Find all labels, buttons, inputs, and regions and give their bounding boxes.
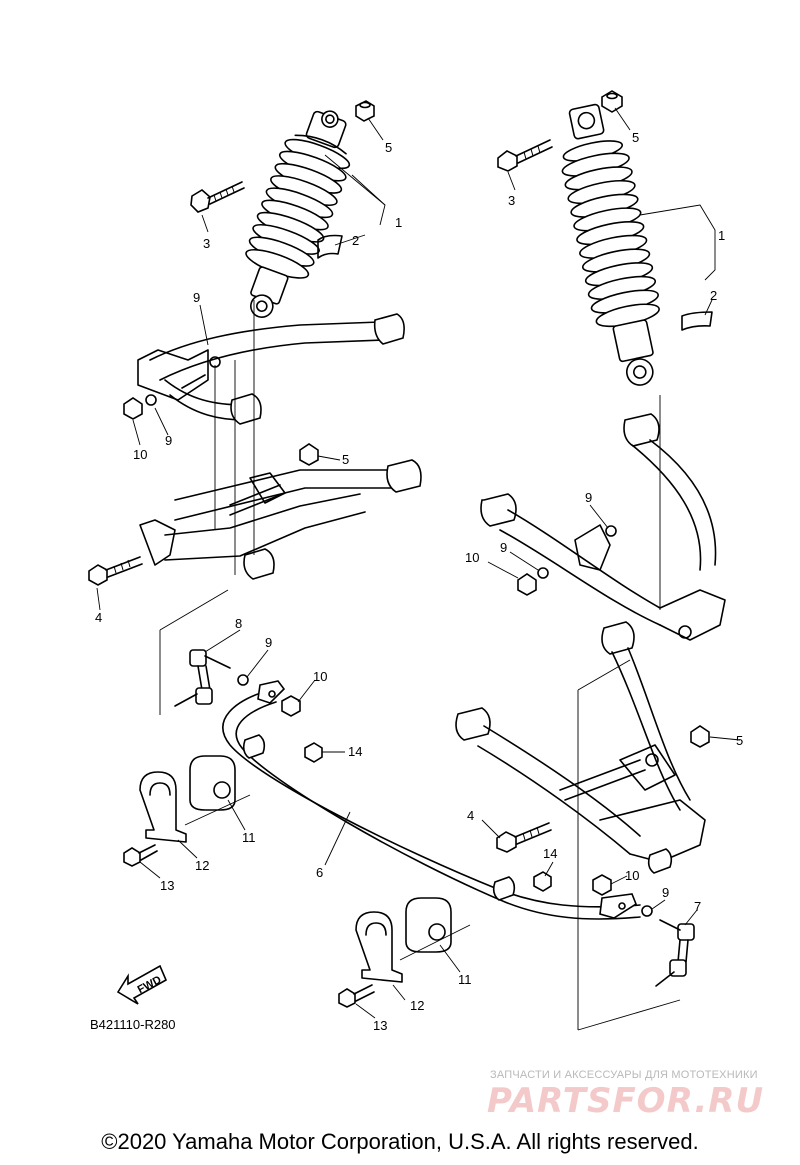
washer-9-right-upper	[537, 567, 549, 579]
nut-14-right	[533, 871, 552, 892]
callout-11-right: 11	[458, 972, 472, 987]
callout-12-left: 12	[195, 858, 209, 873]
left-lower-arm	[139, 459, 422, 580]
bracket-12-left	[139, 771, 187, 843]
nut-5-right	[601, 90, 623, 113]
callout-5-right-lower: 5	[736, 733, 743, 748]
nut-14-left	[304, 742, 323, 763]
nut-10-mid-right	[592, 874, 612, 896]
bushing-11-left	[189, 755, 236, 811]
callout-2-right: 2	[710, 288, 717, 303]
bolt-4-right	[496, 822, 552, 853]
stabilizer-link-7	[655, 919, 695, 987]
copyright-notice: ©2020 Yamaha Motor Corporation, U.S.A. A…	[101, 1129, 699, 1154]
watermark-tagline: ЗАПЧАСТИ И АКСЕССУАРЫ ДЛЯ МОТОТЕХНИКИ	[490, 1069, 758, 1081]
callout-11-left: 11	[242, 830, 256, 845]
callout-10-mid-right: 10	[625, 868, 639, 883]
spring-seat-2-right	[681, 311, 713, 331]
drawing-code: B421110-R280	[90, 1017, 176, 1032]
callout-5-right: 5	[632, 130, 639, 145]
washer-9-left-upper	[145, 394, 157, 406]
callout-14-left: 14	[348, 744, 362, 759]
callout-6: 6	[316, 865, 323, 880]
right-upper-arm	[480, 413, 726, 641]
callout-1-left: 1	[395, 215, 402, 230]
left-shock-absorber	[245, 110, 351, 318]
bolt-3-right	[497, 139, 553, 172]
bracket-12-right	[355, 911, 403, 983]
callout-9-right-upper: 9	[585, 490, 592, 505]
callout-3-right: 3	[508, 193, 515, 208]
bolt-4-left	[88, 556, 143, 586]
callout-9-mid-left: 9	[265, 635, 272, 650]
callout-1-right: 1	[718, 228, 725, 243]
callout-9-right: 9	[500, 540, 507, 555]
callout-8: 8	[235, 616, 242, 631]
callout-12-right: 12	[410, 998, 424, 1013]
washer-9-mid-right	[641, 905, 653, 917]
callout-10-mid-left: 10	[313, 669, 327, 684]
fwd-arrow-icon: FWD	[116, 964, 168, 1005]
bushing-11-right	[405, 897, 452, 953]
nut-5-left	[355, 100, 375, 122]
callout-10-right: 10	[465, 550, 479, 565]
bolt-3-left	[190, 181, 245, 213]
callout-2-left: 2	[352, 233, 359, 248]
bolt-13-right	[338, 984, 375, 1008]
callout-numbers: 1 2 3 5 1 2 3 5 9 9 10 5 4 9 9 10 8 9 10…	[95, 130, 743, 1033]
callout-5-left-lower: 5	[342, 452, 349, 467]
nut-10-left-upper	[123, 397, 143, 420]
washer-9-mid-left	[237, 674, 249, 686]
assembly-guide-lines	[159, 300, 681, 1031]
nut-10-right-upper	[517, 573, 537, 596]
watermark-logo: PARTSFOR.RU	[487, 1081, 765, 1121]
left-upper-arm	[137, 313, 405, 425]
callout-14-right: 14	[543, 846, 557, 861]
stabilizer-link-8	[174, 649, 231, 707]
callout-9-left: 9	[165, 433, 172, 448]
callout-3-left: 3	[203, 236, 210, 251]
callout-9-mid-right: 9	[662, 885, 669, 900]
nut-10-mid-left	[281, 695, 301, 717]
right-lower-arm	[455, 621, 706, 874]
stabilizer-bar	[222, 680, 641, 920]
right-shock-absorber	[561, 103, 660, 386]
callout-13-left: 13	[160, 878, 174, 893]
bolt-13-left	[123, 844, 158, 867]
callout-4-left: 4	[95, 610, 102, 625]
callout-4-right: 4	[467, 808, 474, 823]
callout-9-upper-left: 9	[193, 290, 200, 305]
nut-5-right-lower	[690, 725, 710, 748]
callout-13-right: 13	[373, 1018, 387, 1033]
callout-10-left: 10	[133, 447, 147, 462]
callout-5-left: 5	[385, 140, 392, 155]
nut-5-left-lower	[299, 443, 319, 466]
callout-7: 7	[694, 899, 701, 914]
leader-lines	[96, 107, 741, 1019]
